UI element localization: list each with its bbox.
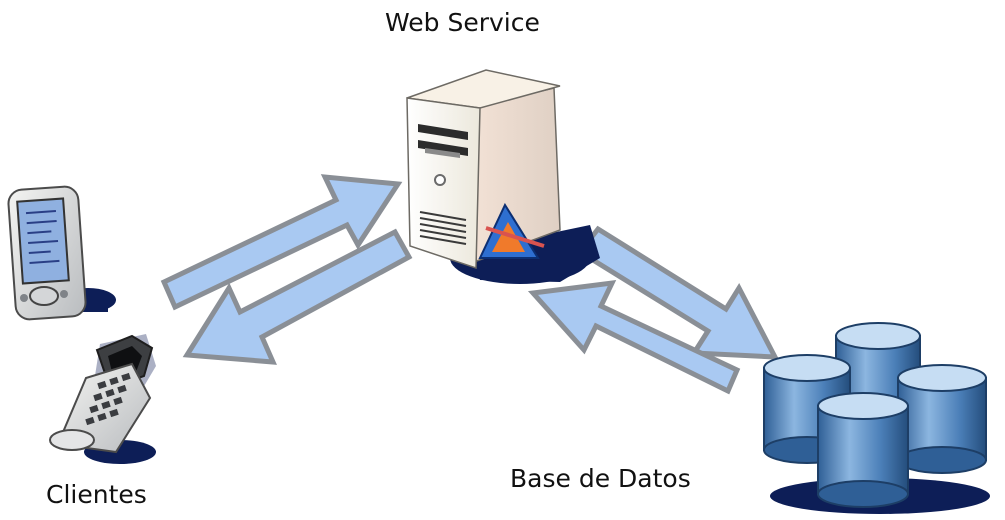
clients-label: Clientes bbox=[46, 480, 147, 509]
server-tower-icon bbox=[406, 69, 600, 284]
flip-phone-icon bbox=[49, 334, 156, 464]
db-cylinder-left bbox=[763, 354, 851, 464]
pda-device-icon bbox=[7, 185, 116, 321]
arrow-database-to-server bbox=[527, 279, 741, 395]
arrow-server-to-database bbox=[576, 225, 780, 360]
service-badge-icon bbox=[478, 202, 545, 259]
arrow-client-to-server bbox=[160, 174, 403, 311]
database-cylinders-icon bbox=[763, 322, 990, 514]
database-label: Base de Datos bbox=[510, 464, 691, 493]
web-service-label: Web Service bbox=[385, 8, 540, 37]
db-cylinder-right bbox=[897, 364, 987, 474]
db-cylinder-front bbox=[817, 392, 909, 508]
arrow-server-to-client bbox=[182, 228, 413, 365]
